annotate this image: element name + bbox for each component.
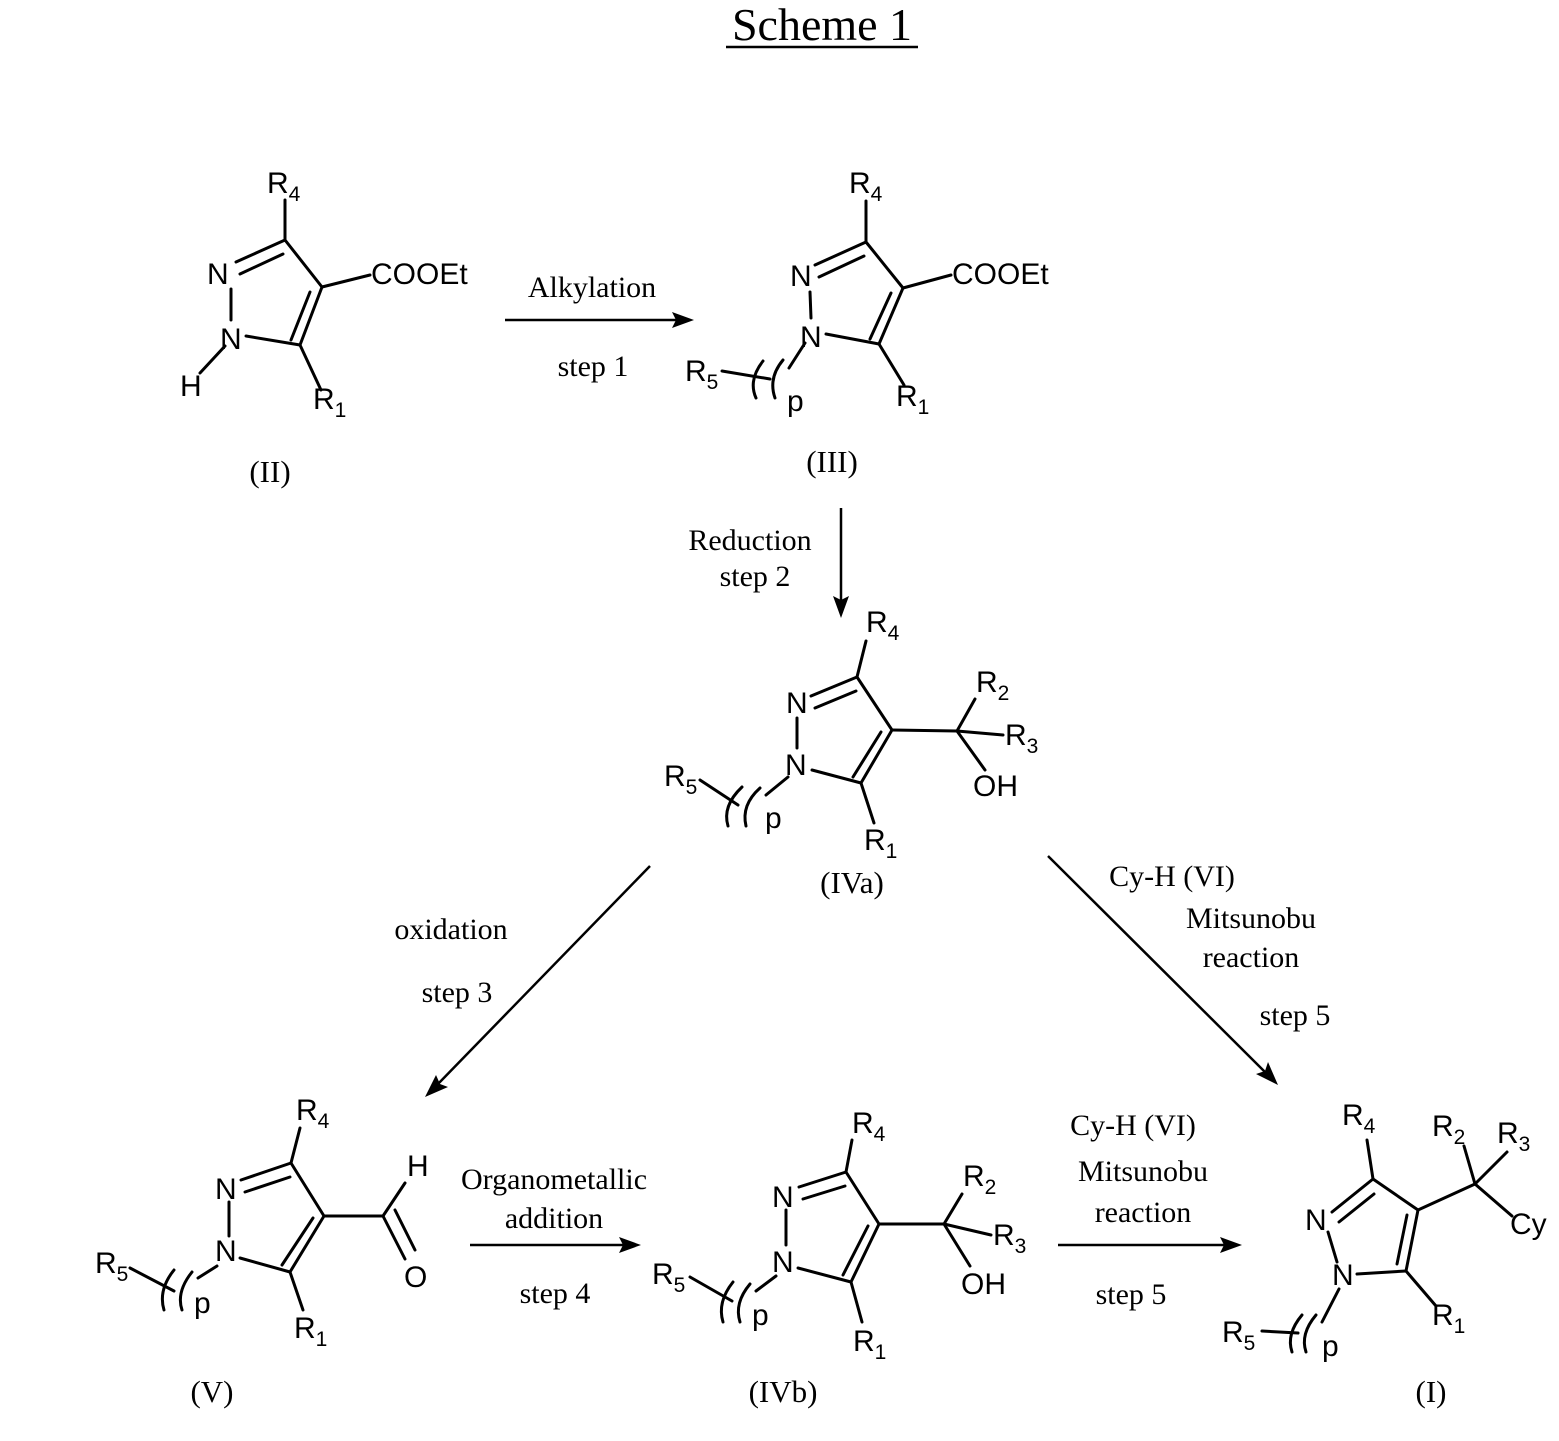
step5-reagent-2: Cy-H (VI) [1070,1109,1196,1142]
step5-reaction: reaction [1203,941,1300,974]
compound-III: N N R4 COOEt R1 R5 p [685,167,1049,419]
svg-text:R1: R1 [1432,1299,1465,1338]
atom-N: N [786,687,808,720]
step4-reagent-line1: Organometallic [461,1163,647,1196]
r-subscript: 4 [289,183,301,206]
atom-N: N [772,1246,794,1279]
step5-mitsunobu-2: Mitsunobu [1078,1155,1208,1188]
svg-text:R4: R4 [852,1107,886,1146]
svg-text:R3: R3 [993,1219,1026,1258]
atom-N: N [790,260,812,293]
r-subscript: 1 [335,399,347,422]
step1-reagent: Alkylation [528,271,656,304]
atom-N: N [215,1235,237,1268]
step5-reaction-2: reaction [1095,1196,1192,1229]
chain-index-p: p [765,802,782,835]
scheme-title: Scheme 1 [732,0,912,50]
compound-IVa: N N R4 R2 R3 OH R1 R5 p [664,606,1038,863]
svg-text:R5: R5 [664,760,697,799]
r-label: R [313,383,335,416]
step1-label: step 1 [558,350,629,383]
chain-index-p: p [787,385,804,418]
hydroxyl: OH [973,770,1018,803]
step2-label: step 2 [720,560,791,593]
compound-IVb: N N R4 R2 R3 OH R1 R5 p [652,1107,1026,1364]
cy-group: Cy [1510,1208,1547,1241]
svg-text:R1: R1 [896,380,929,419]
atom-N: N [1332,1259,1354,1292]
chain-index-p: p [752,1299,769,1332]
atom-N: N [772,1181,794,1214]
carbonyl-O: O [404,1261,427,1294]
ester-group: COOEt [952,258,1049,291]
svg-text:R2: R2 [976,666,1009,705]
svg-text:R4: R4 [1342,1099,1376,1138]
svg-text:R5: R5 [1222,1316,1255,1355]
svg-text:R5: R5 [652,1258,685,1297]
atom-N: N [207,258,229,291]
arrow-step-5-horizontal [1058,1237,1242,1253]
step5-label-2: step 5 [1096,1278,1167,1311]
svg-text:R5: R5 [95,1247,128,1286]
svg-text:R1: R1 [853,1325,886,1364]
compound-label-III: (III) [806,444,858,479]
compound-V: N N R4 H O R1 R5 p [95,1094,429,1351]
r-label: R [267,167,289,200]
step3-label: step 3 [422,976,493,1009]
step5-mitsunobu: Mitsunobu [1186,902,1316,935]
svg-text:R1: R1 [313,383,346,422]
svg-text:R1: R1 [864,824,897,863]
arrow-step-1 [505,312,694,328]
arrow-step-4 [470,1237,641,1253]
compound-label-I: (I) [1416,1374,1447,1409]
step3-reagent: oxidation [394,913,507,946]
compound-label-II: (II) [249,454,290,489]
atom-N: N [800,321,822,354]
ester-group: COOEt [371,258,468,291]
svg-text:R2: R2 [1432,1110,1465,1149]
svg-text:R3: R3 [1005,719,1038,758]
compound-II: N N H R4 COOEt R1 [180,167,468,422]
svg-text:R1: R1 [294,1312,327,1351]
compound-I: N N R4 R2 R3 Cy R1 R5 p [1222,1099,1547,1363]
step5-reagent: Cy-H (VI) [1109,860,1235,893]
aldehyde-H: H [407,1150,429,1183]
compound-label-V: (V) [190,1374,233,1409]
atom-N: N [220,323,242,356]
svg-text:R3: R3 [1497,1117,1530,1156]
step2-reagent: Reduction [688,524,811,557]
svg-text:R2: R2 [963,1160,996,1199]
atom-N: N [1305,1204,1327,1237]
atom-N: N [215,1173,237,1206]
arrow-step-2 [833,508,849,618]
compound-label-IVb: (IVb) [749,1374,818,1409]
svg-text:R4: R4 [866,606,900,645]
svg-text:R5: R5 [685,355,718,394]
chain-index-p: p [1322,1330,1339,1363]
step4-label: step 4 [520,1277,591,1310]
step5-label: step 5 [1260,999,1331,1032]
atom-N: N [785,749,807,782]
hydroxyl: OH [961,1268,1006,1301]
step4-reagent-line2: addition [505,1202,603,1235]
atom-H: H [180,370,202,403]
compound-label-IVa: (IVa) [820,865,884,900]
chain-index-p: p [194,1287,211,1320]
